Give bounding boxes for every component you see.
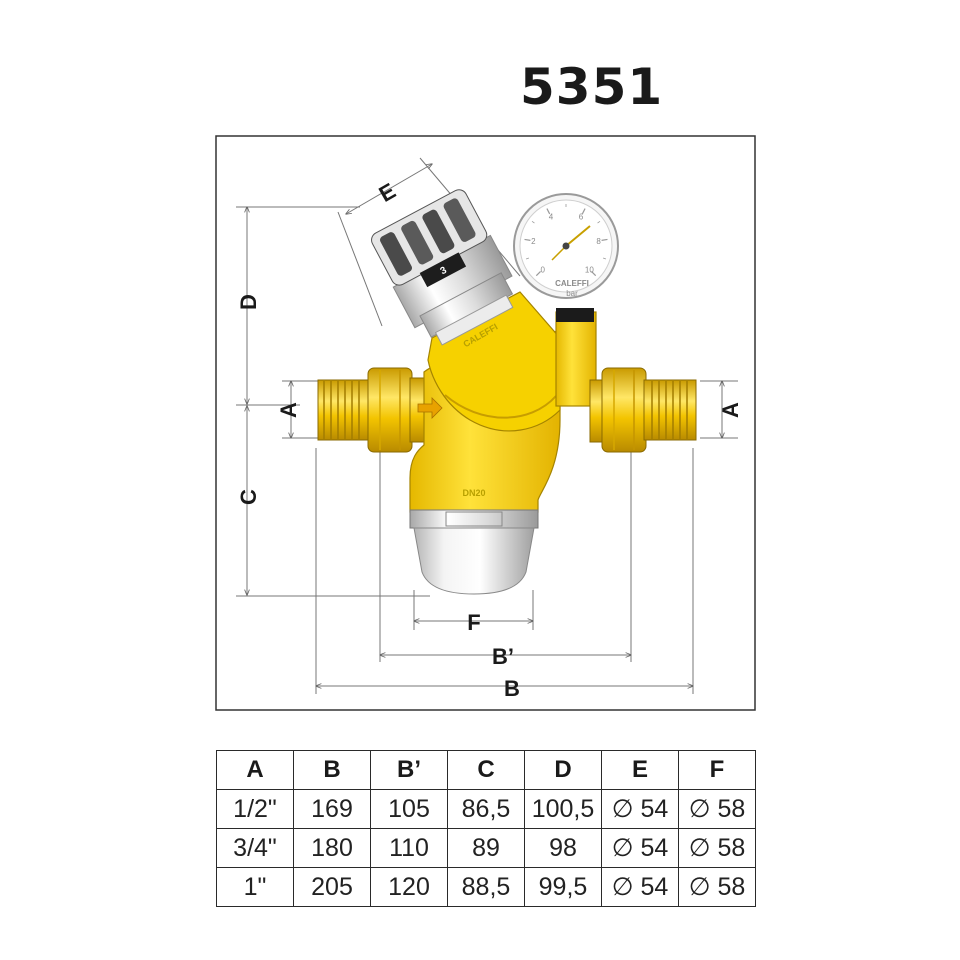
dim-label-a-right: A [718,402,743,418]
table-cell: ∅ 54 [601,828,679,868]
table-cell: 1/2" [216,789,294,829]
header-b-prime: B’ [370,750,448,790]
table-row: 3/4" 180 110 89 98 ∅ 54 ∅ 58 [216,828,756,868]
header-d: D [524,750,602,790]
table-cell: ∅ 58 [678,867,756,907]
table-cell: 1" [216,867,294,907]
header-f: F [678,750,756,790]
table-cell: ∅ 58 [678,828,756,868]
dim-label-a-left: A [276,402,301,418]
table-cell: ∅ 54 [601,789,679,829]
table-cell: 100,5 [524,789,602,829]
dim-label-f: F [467,610,480,635]
gauge-tick-mark [524,238,531,241]
table-cell: 180 [293,828,371,868]
table-cell: 169 [293,789,371,829]
gauge-tick-6: 6 [579,213,584,222]
table-cell: ∅ 58 [678,789,756,829]
gauge-tick-4: 4 [549,213,554,222]
pressure-gauge: 0 2 4 6 8 10 CALEFFI bar [513,193,619,299]
table-cell: 88,5 [447,867,525,907]
knob-setting-label: 3 [439,265,449,278]
gauge-brand: CALEFFI [555,279,589,288]
gauge-tick-mark [525,257,530,260]
gauge-tick-mark [535,271,541,277]
model-number: 5351 [520,58,664,116]
table-header-row: A B B’ C D E F [216,750,756,790]
header-b: B [293,750,371,790]
gauge-tick-mark [597,220,601,224]
dim-label-b: B [504,676,520,701]
table-cell: 105 [370,789,448,829]
dimensions-table: A B B’ C D E F 1/2" 169 105 86,5 100,5 ∅… [216,750,756,907]
table-cell: 89 [447,828,525,868]
gauge-tick-8: 8 [596,237,601,246]
dim-label-d: D [236,294,261,310]
gauge-tick-mark [546,208,551,215]
gauge-tick-mark [591,271,597,277]
gauge-tick-mark [601,238,608,241]
gauge-tick-mark [581,208,586,215]
table-cell: 99,5 [524,867,602,907]
gauge-tick-mark [531,220,535,224]
dim-label-b-prime: B’ [492,644,514,669]
gauge-tick-2: 2 [531,237,536,246]
header-e: E [601,750,679,790]
gauge-tick-mark [602,257,607,260]
table-row: 1/2" 169 105 86,5 100,5 ∅ 54 ∅ 58 [216,789,756,829]
gauge-tick-0: 0 [540,265,545,274]
header-a: A [216,750,294,790]
table-row: 1" 205 120 88,5 99,5 ∅ 54 ∅ 58 [216,867,756,907]
table-cell: 3/4" [216,828,294,868]
table-cell: 110 [370,828,448,868]
gauge-needle [565,225,591,247]
gauge-tick-10: 10 [585,265,594,274]
valve-illustration: CALEFFI DN20 3 0 2 4 6 [317,189,697,595]
table-cell: 120 [370,867,448,907]
dim-label-c: C [236,489,261,505]
body-size-marking: DN20 [462,488,485,498]
table-cell: 86,5 [447,789,525,829]
gauge-unit: bar [566,289,578,298]
table-cell: ∅ 54 [601,867,679,907]
header-c: C [447,750,525,790]
table-cell: 205 [293,867,371,907]
table-cell: 98 [524,828,602,868]
